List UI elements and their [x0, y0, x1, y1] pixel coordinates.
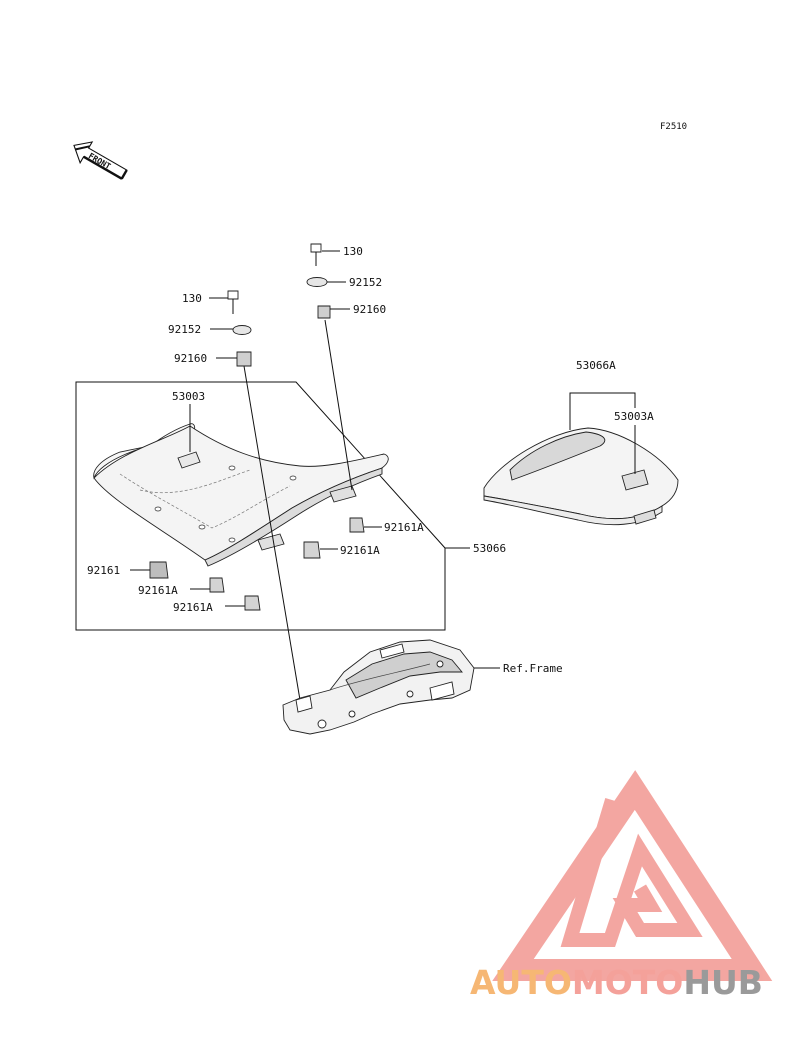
- rider-seat: [93, 423, 389, 567]
- watermark-logo-icon: [492, 770, 773, 981]
- callout-92161a-left-low: 92161A: [138, 584, 178, 597]
- callout-130-left: 130: [182, 292, 202, 305]
- callout-92161: 92161: [87, 564, 120, 577]
- watermark-hub: HUB: [683, 963, 763, 1002]
- callout-53003: 53003: [172, 390, 205, 403]
- callout-53066a: 53066A: [576, 359, 616, 372]
- leader-53066a: [569, 392, 636, 430]
- front-direction-arrow: FRONT: [73, 141, 128, 180]
- pillion-cover: [483, 427, 679, 526]
- rear-frame: [282, 639, 475, 735]
- watermark-auto: AUTO: [470, 963, 572, 1002]
- callout-92161a-right-upper: 92161A: [384, 521, 424, 534]
- bolt-stack-left: [227, 290, 252, 367]
- damper-92161a-right-mid: [303, 541, 321, 559]
- damper-92161: [149, 561, 169, 579]
- bolt-stack-right: [306, 243, 331, 319]
- watermark-text: AUTOMOTOHUB: [470, 963, 800, 1002]
- alignment-line-right: [324, 319, 353, 491]
- damper-92161a-right-upper: [349, 517, 365, 533]
- callout-92161a-right-mid: 92161A: [340, 544, 380, 557]
- callout-130-right: 130: [343, 245, 363, 258]
- watermark-moto: MOTO: [571, 963, 684, 1002]
- assembly-box: [75, 381, 446, 631]
- callout-92161a-left-bottom: 92161A: [173, 601, 213, 614]
- callout-92160-left: 92160: [174, 352, 207, 365]
- callout-53066: 53066: [473, 542, 506, 555]
- callout-92152-right: 92152: [349, 276, 382, 289]
- alignment-line-left: [243, 365, 301, 701]
- damper-92161a-left-bottom: [244, 595, 261, 611]
- callout-92160-right: 92160: [353, 303, 386, 316]
- callout-53003a: 53003A: [614, 410, 654, 423]
- callout-92152-left: 92152: [168, 323, 201, 336]
- figure-code: F2510: [660, 122, 687, 132]
- damper-92161a-left-low: [209, 577, 225, 593]
- callout-ref-frame: Ref.Frame: [503, 662, 563, 675]
